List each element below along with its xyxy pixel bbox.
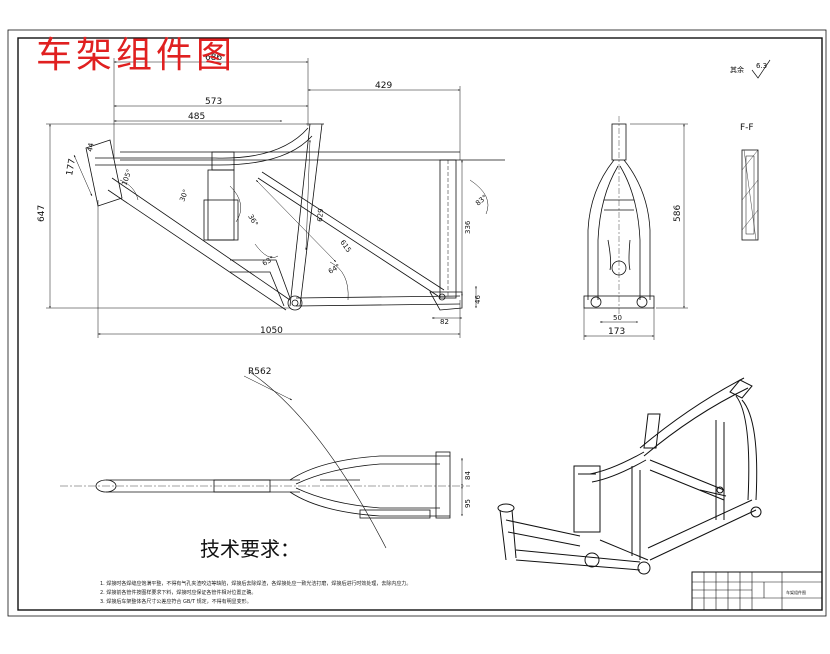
angle-105: 105° <box>120 168 133 187</box>
side-view <box>85 123 505 311</box>
top-view-dim-labels: R562 84 95 <box>248 367 472 508</box>
title-block <box>691 571 823 611</box>
drawing-title: 车架组件图 <box>36 35 237 76</box>
side-view-dim-labels: 686 429 573 485 1050 647 177 44 629 615 … <box>37 53 489 336</box>
dim-1050: 1050 <box>260 326 283 336</box>
angle-36: 36° <box>246 213 259 228</box>
tech-note-2: 2. 焊接前各管件按图样要求下料，焊接时应保证各管件相对位置正确。 <box>100 590 257 596</box>
tech-note-3: 3. 焊接后车架整体各尺寸公差应符合 GB/T 规定，不得有明显变形。 <box>100 599 252 605</box>
dim-429: 429 <box>375 81 392 91</box>
dim-84: 84 <box>464 471 472 480</box>
top-view-dimensions <box>243 375 463 517</box>
title-block-name: 车架组件图 <box>786 589 806 595</box>
section-ff: F-F <box>740 123 759 241</box>
dim-586: 586 <box>673 205 683 222</box>
front-view-dimensions <box>583 123 688 340</box>
dim-46: 46 <box>474 295 482 304</box>
dim-82: 82 <box>440 318 449 326</box>
dim-50: 50 <box>613 314 622 322</box>
tech-requirements-title: 技术要求： <box>200 537 300 561</box>
dim-629: 629 <box>316 208 325 222</box>
dim-173: 173 <box>608 327 625 337</box>
dim-177: 177 <box>65 158 78 177</box>
top-view <box>60 371 470 549</box>
front-view <box>583 116 655 314</box>
tech-note-1: 1. 焊接时各焊缝应饱满平整，不得有气孔夹渣咬边等缺陷，焊接后去除焊渣，各焊接处… <box>100 581 412 587</box>
angle-63: 63° <box>261 255 276 268</box>
dim-615: 615 <box>338 239 352 255</box>
side-view-dimensions <box>46 58 477 338</box>
dim-44: 44 <box>86 142 96 153</box>
inner-border <box>17 37 823 611</box>
svg-text:6.3: 6.3 <box>756 62 767 70</box>
svg-text:其余: 其余 <box>730 65 744 74</box>
svg-text:F-F: F-F <box>740 123 754 133</box>
front-view-dim-labels: 586 50 173 <box>608 205 683 337</box>
dim-573: 573 <box>205 97 222 107</box>
dim-r562: R562 <box>248 367 271 377</box>
outer-border <box>7 29 827 617</box>
dim-647: 647 <box>37 205 47 222</box>
dim-95: 95 <box>464 499 472 508</box>
dim-686: 686 <box>205 53 222 63</box>
dim-485: 485 <box>188 112 205 122</box>
roughness-symbol: 其余 6.3 <box>730 59 771 79</box>
angle-83: 83° <box>474 193 489 207</box>
angle-30: 30° <box>178 188 190 202</box>
angle-64: 64° <box>327 263 342 276</box>
isometric-view <box>497 377 762 575</box>
dim-336: 336 <box>464 220 472 234</box>
